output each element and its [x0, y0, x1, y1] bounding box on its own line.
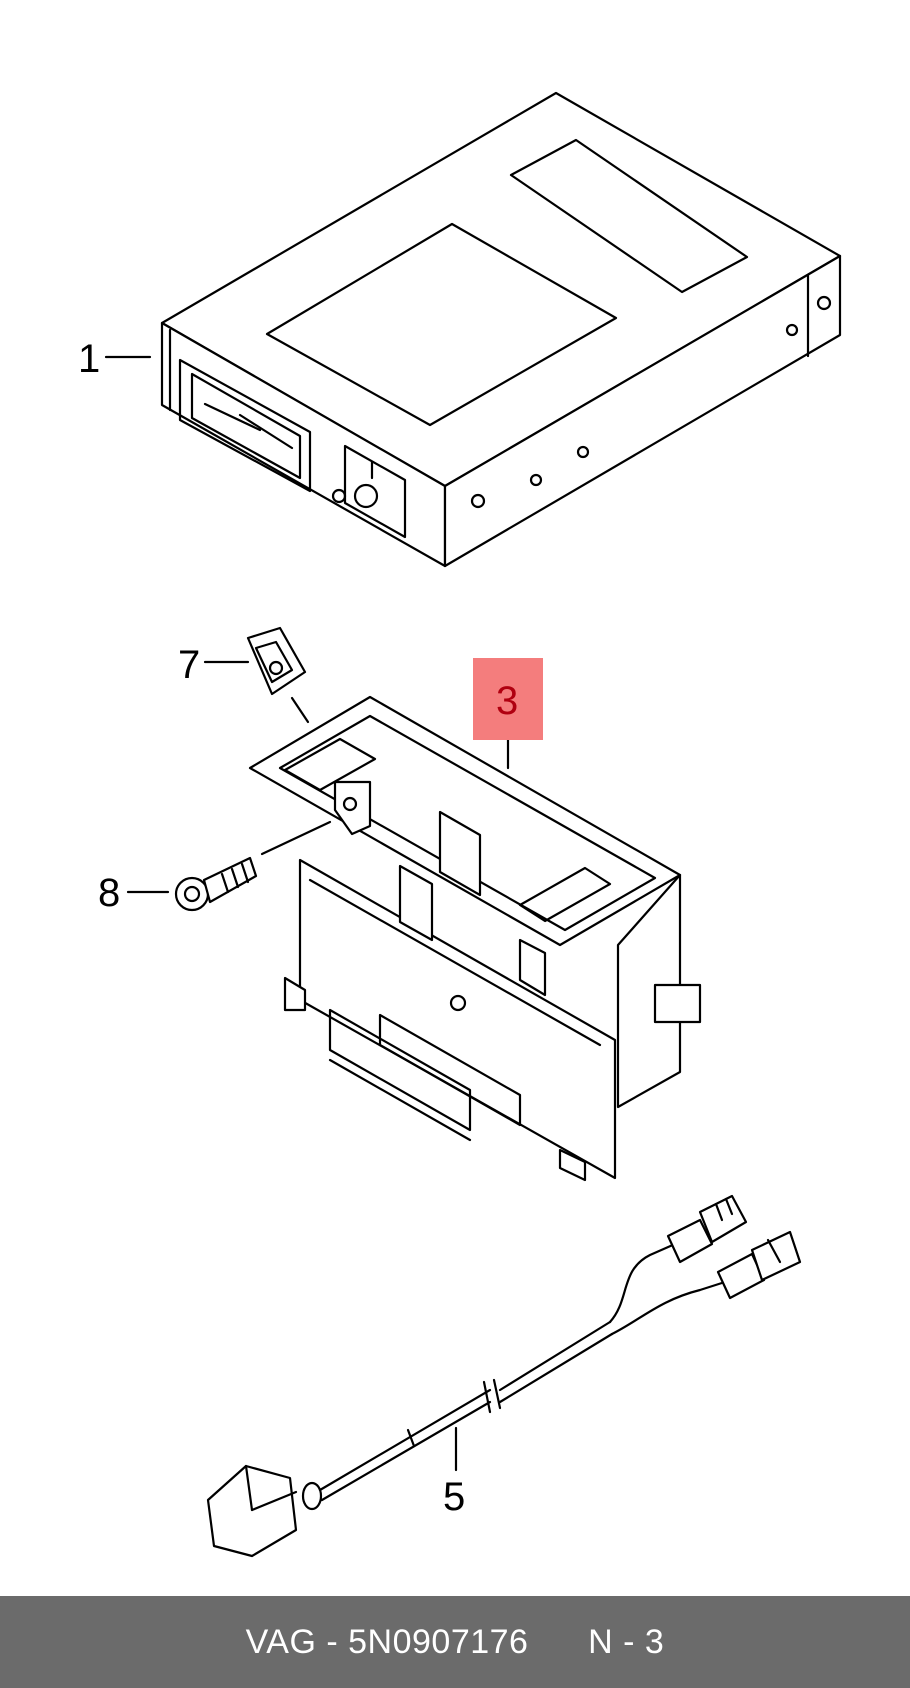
callout-7: 7 — [178, 643, 200, 687]
part-5-cable — [206, 1194, 802, 1558]
parts-diagram: 1 3 5 7 8 — [78, 91, 842, 1558]
footer-reference: N - 3 — [588, 1622, 665, 1661]
footer-separator: - — [316, 1622, 349, 1661]
footer-bar: VAG - 5N0907176 N - 3 — [0, 1596, 910, 1688]
footer-brand: VAG — [245, 1622, 317, 1661]
part-1-control-unit — [160, 91, 842, 568]
callout-1: 1 — [78, 337, 100, 381]
part-7-clip-nut — [203, 626, 310, 724]
callout-3-highlight — [473, 658, 543, 740]
footer-part-number: 5N0907176 — [348, 1622, 529, 1661]
part-3-bracket — [248, 695, 702, 1182]
callout-5: 5 — [443, 1475, 465, 1519]
footer-gap — [528, 1623, 588, 1662]
part-8-screw — [126, 820, 332, 912]
callout-8: 8 — [98, 871, 120, 915]
callout-3: 3 — [496, 679, 518, 723]
